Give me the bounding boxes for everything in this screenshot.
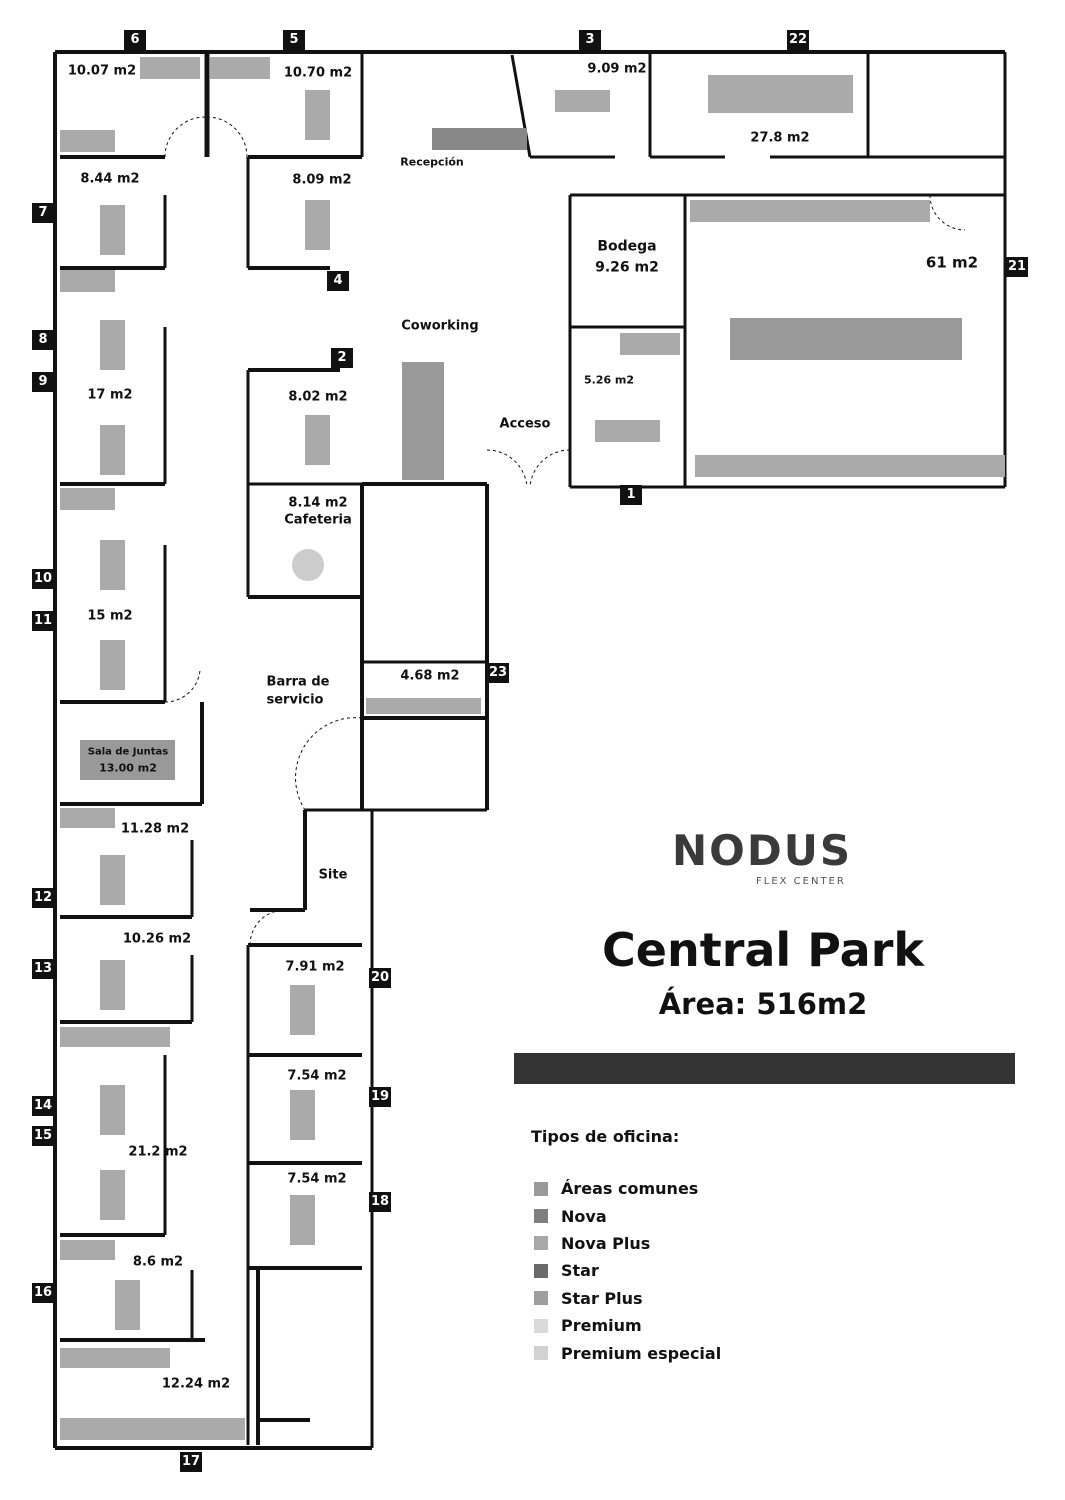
legend-label: Nova [561, 1206, 607, 1226]
legend: Áreas comunes Nova Nova Plus Star Star P… [534, 1175, 721, 1367]
room-area: 9.09 m2 [587, 61, 647, 77]
room-area: 10.07 m2 [67, 63, 137, 79]
legend-swatch [534, 1318, 548, 1333]
legend-item: Nova [534, 1202, 721, 1229]
office-marker: 18 [369, 1192, 391, 1212]
room-area: 10.70 m2 [283, 65, 353, 81]
logo-wordmark: NODUS [672, 826, 853, 875]
legend-swatch [534, 1263, 548, 1278]
office-marker: 2 [331, 348, 353, 368]
room-area: 5.26 m2 [583, 373, 635, 387]
room-area: 61 m2 [925, 253, 979, 272]
room-area: 27.8 m2 [750, 130, 810, 146]
legend-title: Tipos de oficina: [531, 1127, 680, 1146]
nodus-logo: NODUS FLEX CENTER [672, 826, 862, 892]
office-marker: 15 [32, 1126, 54, 1146]
cafeteria-label: Cafeteria [284, 512, 352, 528]
office-marker: 9 [32, 372, 54, 392]
office-marker: 4 [327, 271, 349, 291]
legend-swatch [534, 1346, 548, 1361]
logo-subtitle: FLEX CENTER [756, 876, 846, 887]
room-area: 8.14 m2 [288, 495, 348, 511]
office-marker: 19 [369, 1087, 391, 1107]
office-marker: 12 [32, 888, 54, 908]
office-marker: 16 [32, 1283, 54, 1303]
room-area: 8.6 m2 [132, 1254, 184, 1270]
legend-swatch [534, 1236, 548, 1251]
room-area: 17 m2 [87, 387, 133, 403]
room-area: 21.2 m2 [128, 1144, 188, 1160]
storage-label: Bodega [597, 238, 657, 255]
legend-item: Áreas comunes [534, 1175, 721, 1202]
room-area: 12.24 m2 [161, 1376, 231, 1392]
legend-item: Star [534, 1257, 721, 1284]
office-marker: 8 [32, 330, 54, 350]
meeting-room-label: Sala de Juntas [87, 746, 169, 758]
furniture [60, 57, 1005, 1440]
divider-bar [514, 1053, 1015, 1084]
room-area: 4.68 m2 [400, 668, 460, 684]
legend-label: Star [561, 1261, 599, 1281]
room-area: 7.54 m2 [287, 1068, 347, 1084]
door-swings [164, 116, 966, 946]
legend-swatch [534, 1291, 548, 1306]
legend-label: Nova Plus [561, 1233, 651, 1253]
office-marker: 14 [32, 1096, 54, 1116]
office-marker: 21 [1006, 257, 1028, 277]
entrance-label: Acceso [499, 416, 551, 432]
coworking-label: Coworking [401, 318, 479, 334]
legend-swatch [534, 1181, 548, 1196]
service-bar-label: servicio [266, 692, 324, 708]
legend-label: Premium especial [561, 1343, 722, 1363]
office-marker: 3 [579, 30, 601, 50]
legend-label: Star Plus [561, 1288, 643, 1308]
legend-label: Premium [561, 1316, 642, 1336]
reception-label: Recepción [400, 155, 464, 169]
office-marker: 6 [124, 30, 146, 50]
service-bar-label: Barra de [266, 674, 330, 690]
legend-item: Nova Plus [534, 1230, 721, 1257]
office-marker: 7 [32, 203, 54, 223]
room-area: 10.26 m2 [122, 931, 192, 947]
walls [53, 50, 1007, 1450]
office-marker: 22 [787, 30, 809, 50]
room-area: 8.09 m2 [292, 172, 352, 188]
total-area: Área: 516m2 [658, 987, 868, 1021]
room-area: 8.44 m2 [80, 171, 140, 187]
site-label: Site [318, 867, 348, 883]
room-area: 15 m2 [87, 608, 133, 624]
legend-item: Premium especial [534, 1339, 721, 1366]
room-area: 7.91 m2 [285, 959, 345, 975]
legend-label: Áreas comunes [561, 1179, 699, 1199]
office-marker: 1 [620, 485, 642, 505]
meeting-room-area: 13.00 m2 [99, 761, 157, 775]
office-marker: 17 [180, 1452, 202, 1472]
office-marker: 20 [369, 968, 391, 988]
room-area: 8.02 m2 [288, 389, 348, 405]
office-marker: 13 [32, 959, 54, 979]
page-title: Central Park [602, 923, 924, 977]
legend-item: Premium [534, 1312, 721, 1339]
storage-area: 9.26 m2 [595, 259, 659, 276]
room-area: 7.54 m2 [287, 1171, 347, 1187]
office-marker: 5 [283, 30, 305, 50]
legend-item: Star Plus [534, 1285, 721, 1312]
office-marker: 11 [32, 611, 54, 631]
legend-swatch [534, 1209, 548, 1224]
office-marker: 23 [487, 663, 509, 683]
office-marker: 10 [32, 569, 54, 589]
room-area: 11.28 m2 [120, 821, 190, 837]
